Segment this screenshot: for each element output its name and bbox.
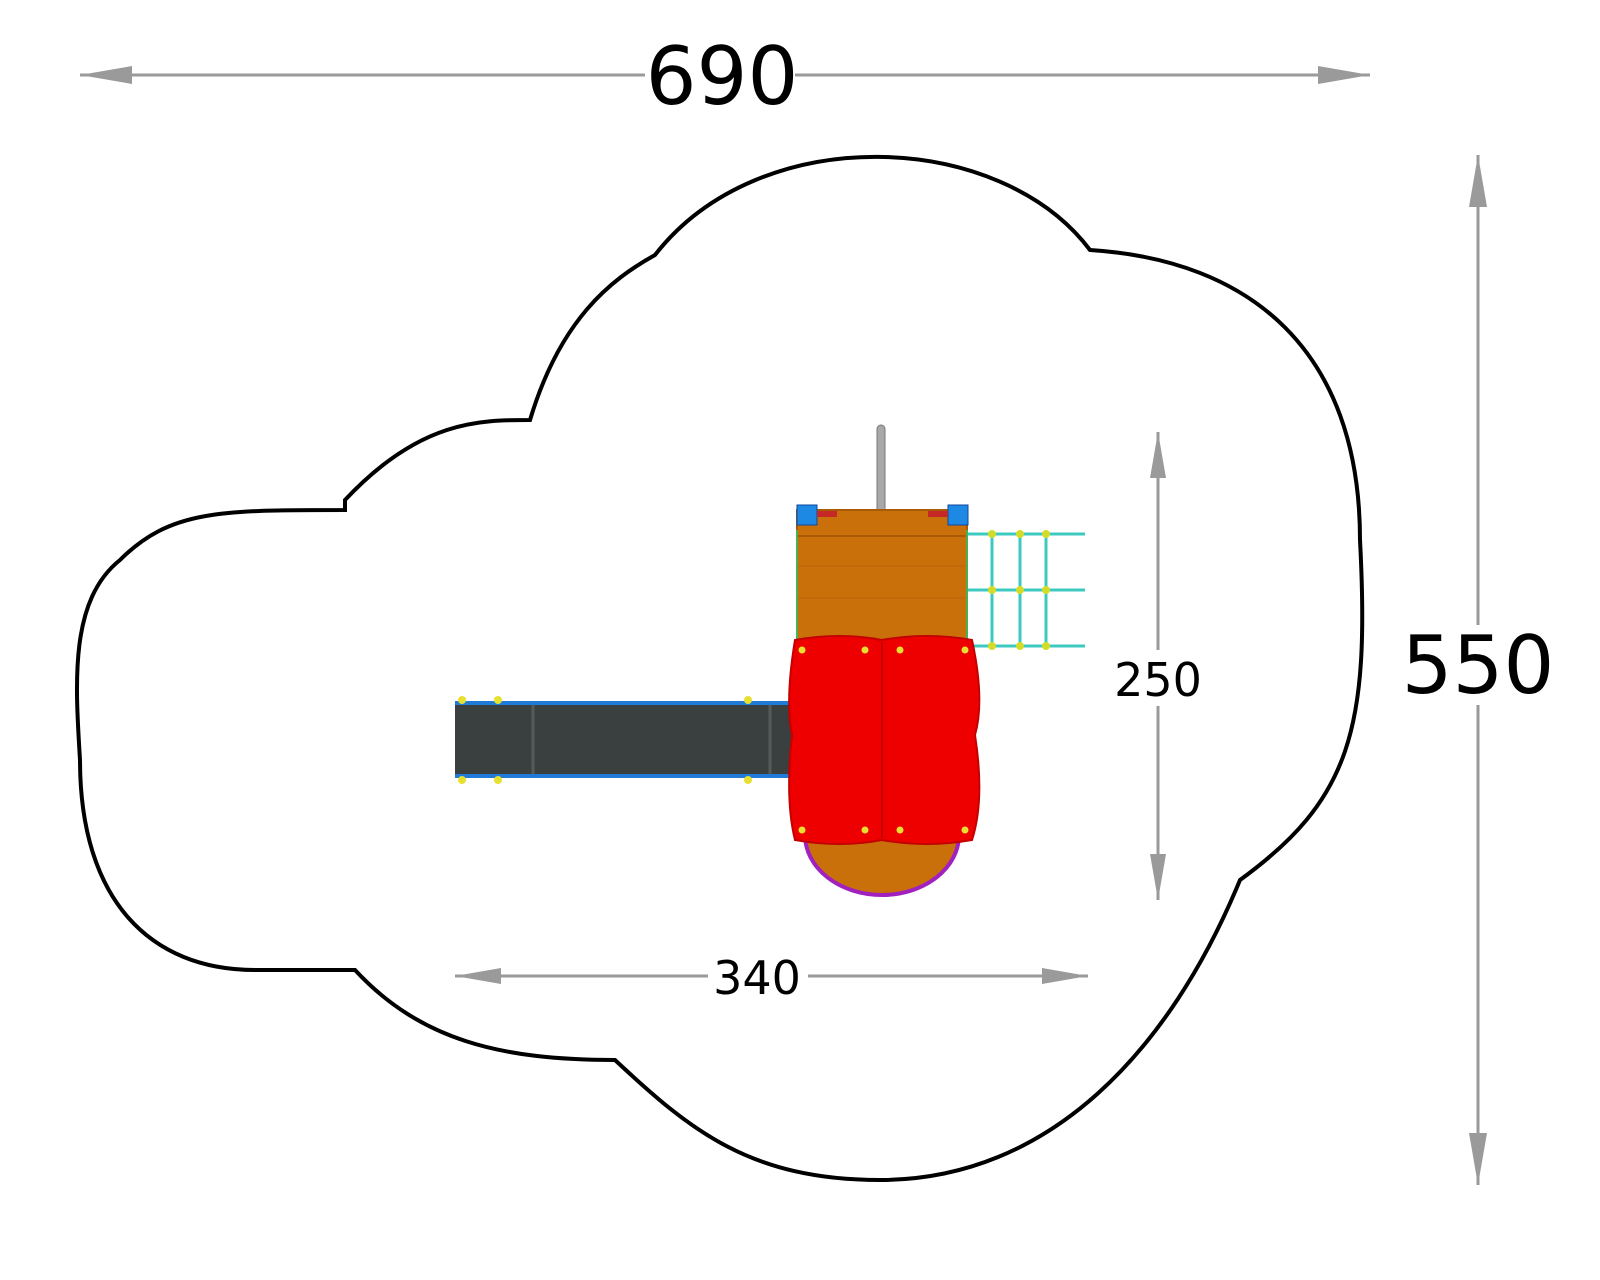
overall-depth-dimension: 550	[1402, 155, 1558, 1185]
arrowhead-icon	[1318, 66, 1370, 84]
handle-bar	[928, 511, 948, 517]
slide-bolt	[494, 776, 502, 784]
equipment-width-label: 340	[713, 951, 801, 1005]
roof-bolt	[896, 826, 904, 834]
roof-bolt	[961, 826, 969, 834]
net-knot	[1042, 642, 1050, 650]
roof-bolt	[861, 826, 869, 834]
net-knot	[1042, 530, 1050, 538]
net-knot	[1016, 586, 1024, 594]
equipment-width-dimension: 340	[455, 950, 1088, 1005]
arrowhead-icon	[1469, 1133, 1487, 1185]
climbing-net	[968, 530, 1085, 650]
slide-bolt	[458, 776, 466, 784]
wooden-deck	[796, 509, 968, 651]
play-equipment	[455, 424, 1085, 897]
safety-area-outline	[75, 154, 1365, 1183]
overall-width-label: 690	[646, 30, 799, 123]
roof-bolt	[896, 646, 904, 654]
net-knot	[988, 586, 996, 594]
roof-bolt	[861, 646, 869, 654]
handle-bar	[817, 511, 837, 517]
equipment-depth-label-bg	[1108, 650, 1208, 706]
round-platform	[802, 833, 962, 897]
equipment-depth-dimension: 250	[1108, 432, 1208, 900]
roof-bolt	[798, 646, 806, 654]
slide-chute	[455, 703, 800, 776]
top-pole	[876, 424, 886, 521]
overall-depth-label: 550	[1402, 619, 1555, 712]
overall-depth-label-bg	[1408, 625, 1558, 705]
corner-clamp	[947, 504, 969, 526]
overall-width-label-bg	[645, 30, 795, 110]
net-knot	[988, 530, 996, 538]
arrowhead-icon	[1042, 968, 1088, 984]
slide-bolt	[458, 696, 466, 704]
corner-clamp	[796, 504, 818, 526]
roof-bolt	[798, 826, 806, 834]
net-knot	[1016, 530, 1024, 538]
red-roof-panel	[788, 635, 981, 845]
net-knot	[1016, 642, 1024, 650]
arrowhead-icon	[1150, 854, 1166, 900]
slide-bolt	[494, 696, 502, 704]
arrowhead-icon	[1469, 155, 1487, 207]
slide-bolt	[744, 776, 752, 784]
equipment-depth-label: 250	[1114, 653, 1202, 707]
net-knot	[988, 642, 996, 650]
slide-bolt	[744, 696, 752, 704]
roof-bolt	[961, 646, 969, 654]
net-knot	[1042, 586, 1050, 594]
equipment-width-label-bg	[708, 950, 808, 1004]
overall-width-dimension: 690	[80, 30, 1370, 123]
arrowhead-icon	[80, 66, 132, 84]
slide	[455, 696, 800, 784]
arrowhead-icon	[1150, 432, 1166, 478]
arrowhead-icon	[455, 968, 501, 984]
